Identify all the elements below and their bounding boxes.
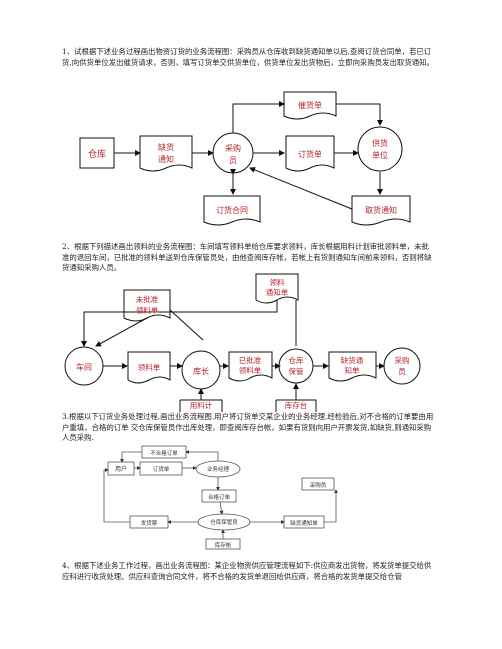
buyer-entity [212,132,254,174]
approved-doc [228,351,273,382]
user-label: 用户 [115,465,127,473]
keeper-label-2: 保管 [289,366,304,376]
notice-doc [255,273,299,304]
unqualified-label: 不合格订单 [150,449,178,457]
urge-doc [283,91,337,120]
ledger-label-3: 库存帐 [215,541,232,549]
ledger-label-1: 库存台 [285,400,308,410]
supplier-label-2: 单位 [372,150,388,160]
supplier-label-1: 供货 [372,138,388,148]
workshop-label: 车间 [76,362,92,372]
contract-doc [203,195,261,226]
unapproved-label-1: 未批准 [136,294,159,304]
manager-label: 业务经理 [207,465,230,473]
contract-label: 订货合同 [216,205,248,215]
shortage-label-3: 缺货通知单 [290,519,318,527]
buyer-label-2: 员 [229,156,237,165]
supplier-entity [357,126,403,172]
keeper-label-1: 仓库 [289,355,304,365]
urge-label: 催货单 [298,100,322,110]
order-label-3: 订货单 [153,465,170,473]
order-doc [285,135,335,172]
approved-label-2: 领料单 [239,365,262,375]
requisition-label: 领料单 [138,362,161,372]
figure-1-purchase-order-flow: 仓库 缺货 通知 采购 员 订货单 供货 单位 催货单 订货合同 取货通知 [79,91,411,226]
question-2-text: 2、根据下列描述画出领料的业务流程图：车间填写领料单给仓库要求领料，库长根据用料… [62,242,432,273]
question-4-text: 4、根据下述业务工作过程，画出业务流程图：某企业物资供应管理流程如下:供应商发出… [62,561,432,581]
invoice-label: 发货票 [141,519,158,527]
pickup-label: 取货通知 [365,205,397,215]
question-1-text: 1、试根据下述业务过程画出物资订货的业务流程图：采购员从仓库收到缺货通知单以后,… [62,47,434,67]
keeper-label-3: 仓库保管员 [210,518,238,526]
pickup-doc [351,195,411,226]
buyer-entity-3 [301,477,335,491]
question-3-text: 3.根据以下订货业务处理过程,画出业务流程图.用户将订货单交某企业的业务经理,经… [62,412,434,443]
approved-label-1: 已批准 [239,355,262,365]
notice-label-1: 领料 [270,277,285,287]
shortage-doc [328,351,377,382]
unapproved-doc [123,289,171,322]
order-label: 订货单 [298,149,322,159]
unapproved-label-2: 领料单 [136,305,159,315]
qualified-label: 合格订单 [208,493,231,501]
plan-doc [180,399,223,412]
buyer-label-3: 采购员 [310,481,327,489]
buyer-entity-2 [383,347,421,385]
plan-label-1: 用料计 [190,400,213,410]
director-label: 库长 [193,366,209,376]
figure-2-requisition-flow: 领料 通知单 未批准 领料单 车间 领料单 库长 已批准 领料单 仓库 保管 缺… [64,273,421,412]
buyer-label-1: 采购 [225,143,241,153]
shortage-notice-doc [139,135,193,172]
requisition-doc [127,351,171,384]
shortage-label-2: 通知 [158,154,174,164]
buyer-label-1: 采购 [395,355,410,365]
shortage-label-2: 知单 [345,365,360,375]
warehouse-label: 仓库 [88,148,106,160]
buyer-label-2: 员 [398,367,406,376]
shortage-label-1: 缺货通 [341,355,364,365]
keeper-entity [278,348,314,384]
figure-3-order-processing-flow: 不合格订单 用户 订货单 业务经理 合格订单 采购员 发货票 仓库保管员 缺货通… [103,445,338,550]
notice-label-2: 通知单 [266,287,289,297]
shortage-label-1: 缺货 [158,142,174,152]
